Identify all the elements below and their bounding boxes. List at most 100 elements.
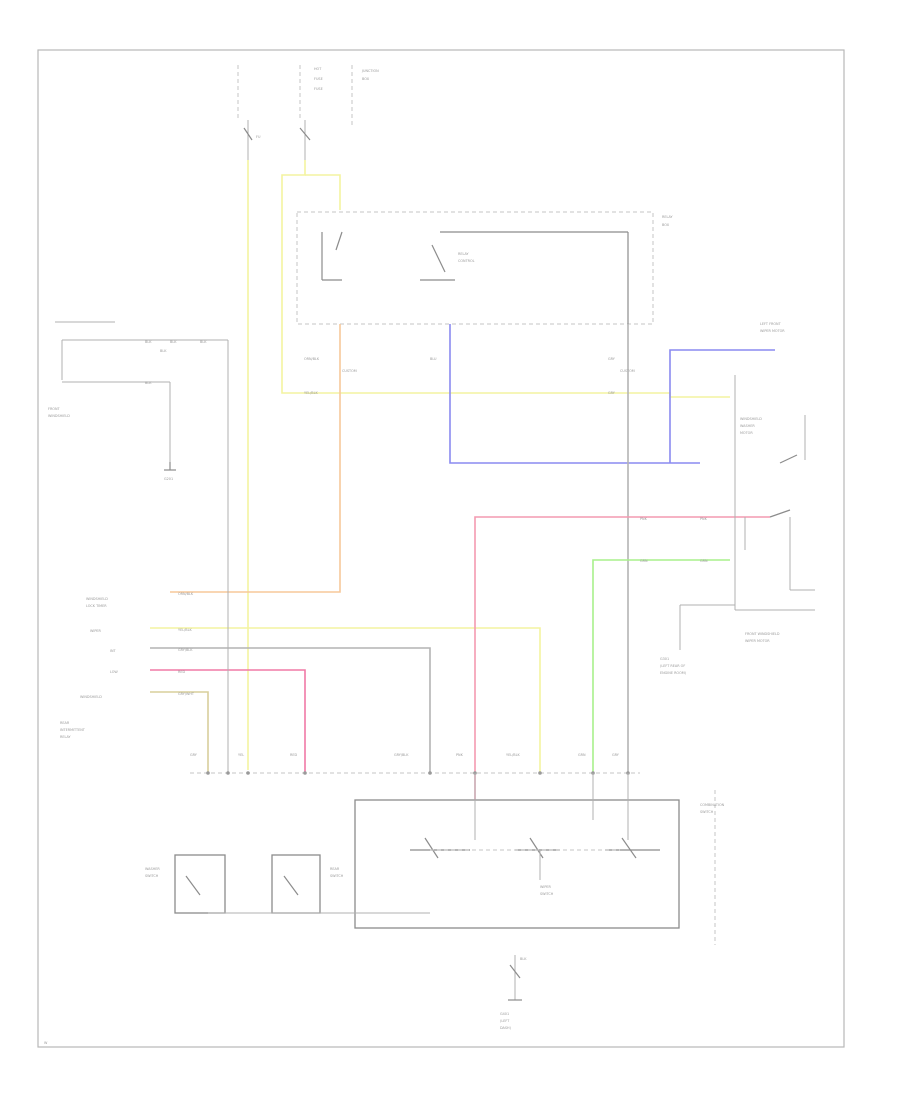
power-feed-right: HOT FUSE FUSE JUNCTION BOX: [299, 65, 379, 160]
svg-text:ORN/BLK: ORN/BLK: [304, 357, 320, 361]
svg-text:BLK: BLK: [520, 957, 527, 961]
svg-text:GRN: GRN: [640, 559, 648, 563]
svg-text:(LEFT: (LEFT: [500, 1019, 510, 1023]
svg-text:G301: G301: [660, 657, 669, 661]
svg-text:GRN: GRN: [578, 753, 586, 757]
svg-text:JUNCTION: JUNCTION: [361, 69, 379, 73]
svg-text:FUSE: FUSE: [314, 87, 323, 91]
connector-pins: [206, 771, 630, 775]
svg-text:PNK: PNK: [456, 753, 464, 757]
svg-text:SWITCH: SWITCH: [700, 810, 714, 814]
svg-text:RELAY: RELAY: [458, 252, 470, 256]
svg-text:MOTOR: MOTOR: [740, 431, 753, 435]
wire-yellow-switch: [150, 627, 541, 773]
svg-text:WIPER: WIPER: [540, 885, 552, 889]
svg-text:BOX: BOX: [662, 223, 670, 227]
svg-text:BOX: BOX: [362, 77, 370, 81]
svg-text:WASHER: WASHER: [740, 424, 755, 428]
svg-text:FRONT WINDSHIELD: FRONT WINDSHIELD: [745, 632, 780, 636]
svg-text:GRY: GRY: [612, 753, 620, 757]
svg-text:HOT: HOT: [314, 67, 322, 71]
svg-text:GRY/BLK: GRY/BLK: [178, 648, 193, 652]
svg-text:PNK: PNK: [700, 517, 708, 521]
svg-text:CUSTOM: CUSTOM: [620, 369, 635, 373]
svg-text:ENGINE ROOM): ENGINE ROOM): [660, 671, 687, 675]
svg-text:WINDSHIELD: WINDSHIELD: [48, 414, 70, 418]
svg-text:REAR: REAR: [330, 867, 340, 871]
svg-text:RED: RED: [290, 753, 297, 757]
svg-text:WASHER: WASHER: [145, 867, 160, 871]
front-wiper-control: BLK BLK BLK BLK BLK FRONT WINDSHIELD: [48, 321, 228, 462]
svg-text:WIPER MOTOR: WIPER MOTOR: [745, 639, 770, 643]
svg-text:LOW: LOW: [110, 670, 118, 674]
wire-orange: [170, 324, 341, 593]
svg-text:GRN: GRN: [700, 559, 708, 563]
svg-text:GRY: GRY: [190, 753, 198, 757]
svg-text:BLK: BLK: [145, 340, 152, 344]
svg-text:LOCK TIMER: LOCK TIMER: [86, 604, 107, 608]
svg-text:BLK: BLK: [200, 340, 207, 344]
figure-id: W: [44, 1041, 48, 1045]
svg-text:FRONT: FRONT: [48, 407, 61, 411]
svg-text:GRY/WHT: GRY/WHT: [178, 692, 195, 696]
ground-left: G201: [164, 462, 176, 481]
wire-blue-right: [669, 349, 775, 463]
svg-text:LEFT FRONT: LEFT FRONT: [760, 322, 782, 326]
svg-text:SWITCH: SWITCH: [540, 892, 554, 896]
svg-text:INTERMITTENT: INTERMITTENT: [60, 728, 86, 732]
svg-text:WINDSHIELD: WINDSHIELD: [740, 417, 762, 421]
svg-text:G201: G201: [164, 477, 173, 481]
right-side-component: LEFT FRONT WIPER MOTOR WINDSHIELD WASHER…: [660, 322, 815, 675]
svg-text:WINDSHIELD: WINDSHIELD: [86, 597, 108, 601]
svg-text:COMBINATION: COMBINATION: [700, 803, 725, 807]
ground-bottom: BLK G401 (LEFT DASH): [500, 955, 527, 1030]
svg-text:FUSE: FUSE: [314, 77, 323, 81]
svg-text:BLK: BLK: [160, 349, 167, 353]
svg-text:BLU: BLU: [430, 357, 437, 361]
washer-switch: WASHER SWITCH: [145, 854, 226, 914]
svg-text:CONTROL: CONTROL: [458, 259, 475, 263]
relay-contacts: RELAY CONTROL: [321, 231, 629, 324]
svg-text:DASH): DASH): [500, 1026, 512, 1030]
combination-switch-box: [354, 799, 680, 929]
relay-box-label: RELAY: [662, 215, 674, 219]
rear-switch: REAR SWITCH: [271, 854, 344, 914]
svg-text:BLK: BLK: [145, 381, 152, 385]
wire-yellow-main: [281, 160, 730, 398]
wire-yellow-relay: [305, 174, 341, 210]
svg-text:(LEFT REAR OF: (LEFT REAR OF: [660, 664, 685, 668]
combination-switch-contacts: WIPER SWITCH COMBINATION SWITCH: [410, 773, 725, 896]
connector-labels: GRY YEL RED GRY/BLK PNK YEL/BLK GRN GRY: [190, 753, 620, 757]
wire-red: [150, 669, 306, 773]
svg-text:INT: INT: [110, 649, 117, 653]
svg-text:YEL: YEL: [238, 753, 244, 757]
power-feed-left: FU: [237, 65, 261, 160]
wire-labels: ORN/BLK YEL/BLK BLU GRY GRY CUSTOM CUSTO…: [178, 357, 708, 696]
svg-text:WIPER MOTOR: WIPER MOTOR: [760, 329, 785, 333]
svg-text:BLK: BLK: [170, 340, 177, 344]
svg-text:RELAY: RELAY: [60, 735, 72, 739]
svg-text:SWITCH: SWITCH: [145, 874, 159, 878]
svg-text:CUSTOM: CUSTOM: [342, 369, 357, 373]
svg-text:G401: G401: [500, 1012, 509, 1016]
svg-text:WIPER: WIPER: [90, 629, 102, 633]
svg-text:ORN/BLK: ORN/BLK: [178, 592, 194, 596]
wiper-relay-box: [296, 211, 654, 325]
svg-text:SWITCH: SWITCH: [330, 874, 344, 878]
wire-tan: [150, 691, 209, 773]
svg-text:YEL/BLK: YEL/BLK: [178, 628, 192, 632]
svg-text:PNK: PNK: [640, 517, 648, 521]
svg-text:GRY: GRY: [608, 357, 616, 361]
wire-gray-left: [150, 647, 431, 773]
diagram-frame: [37, 49, 845, 1048]
wire-blue: [449, 324, 700, 464]
svg-text:YEL/BLK: YEL/BLK: [506, 753, 520, 757]
svg-text:YEL/BLK: YEL/BLK: [304, 391, 318, 395]
svg-text:REAR: REAR: [60, 721, 70, 725]
svg-text:GRY: GRY: [608, 391, 616, 395]
left-harness-labels: WINDSHIELD LOCK TIMER WIPER INT LOW WIND…: [60, 597, 118, 739]
svg-text:RED: RED: [178, 670, 185, 674]
svg-text:FU: FU: [256, 135, 261, 139]
svg-text:GRY/BLK: GRY/BLK: [394, 753, 409, 757]
